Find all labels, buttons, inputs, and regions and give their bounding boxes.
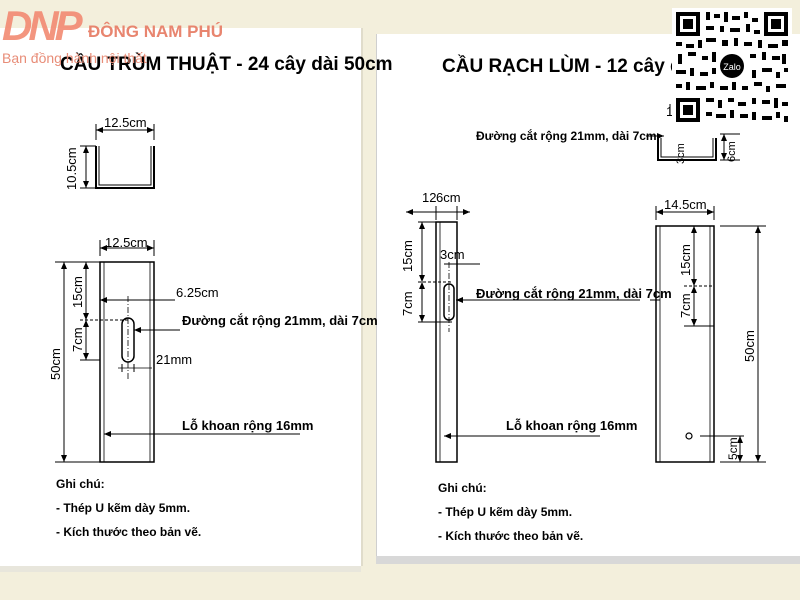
qr-pattern: Zalo [672, 8, 792, 126]
right-profile-slot-label: Đường cắt rộng 21mm, dài 7cm [476, 128, 657, 143]
right-profile-6cm: 6cm [726, 141, 738, 162]
right-title: CẦU RẠCH LÙM - 12 cây dài 5 [442, 55, 714, 77]
right-side-6cm: 6cm [436, 190, 461, 205]
left-profile-height: 10.5cm [64, 147, 79, 190]
brand-logo: DNP [2, 2, 83, 49]
left-dim-6-25cm: 6.25cm [176, 285, 219, 300]
right-hole-label: Lỗ khoan rộng 16mm [506, 418, 637, 433]
right-side-3cm: 3cm [440, 247, 465, 262]
left-dim-7cm: 7cm [70, 327, 85, 352]
right-note-1: - Thép U kẽm dày 5mm. [438, 505, 572, 519]
right-front-15cm: 15cm [678, 244, 693, 276]
right-side-bar [406, 206, 640, 463]
brand-name: ĐÔNG NAM PHÚ [88, 22, 224, 41]
left-slot-label: Đường cắt rộng 21mm, dài 7cm [182, 313, 378, 328]
right-sheet-edge [376, 556, 800, 564]
brand-watermark: DNP ĐÔNG NAM PHÚ Bạn đồng hành nội thất [0, 0, 240, 70]
zalo-badge: Zalo [723, 62, 741, 72]
right-notes-title: Ghi chú: [438, 481, 487, 495]
left-profile-width: 12.5cm [104, 115, 147, 130]
right-side-15cm: 15cm [400, 240, 415, 272]
left-title: CẦU TRÙM THUẬT - 24 cây dài 50cm [60, 53, 393, 75]
left-plate-width: 12.5cm [105, 235, 148, 250]
right-note-2: - Kích thước theo bản vẽ. [438, 529, 583, 543]
left-total-length: 50cm [48, 348, 63, 380]
left-sheet-edge [0, 566, 361, 572]
right-front-plate [444, 206, 766, 463]
left-note-1: - Thép U kẽm dày 5mm. [56, 501, 190, 515]
right-side-7cm: 7cm [400, 291, 415, 316]
right-slot-label: Đường cắt rộng 21mm, dài 7cm [476, 286, 672, 301]
right-front-7cm: 7cm [678, 293, 693, 318]
left-u-profile [80, 124, 155, 189]
right-total-length: 50cm [742, 330, 757, 362]
brand-tagline: Bạn đồng hành nội thất [2, 50, 147, 66]
right-profile-1: 1 [666, 104, 673, 119]
left-note-2: - Kích thước theo bản vẽ. [56, 525, 201, 539]
left-plate [55, 240, 300, 463]
zalo-qr-code[interactable]: Zalo [672, 8, 792, 126]
left-dim-15cm: 15cm [70, 276, 85, 308]
right-dim-5cm: 5cm [726, 437, 740, 460]
left-hole-label: Lỗ khoan rộng 16mm [182, 418, 313, 433]
right-side-12: 12 [422, 190, 436, 205]
left-dim-21mm: 21mm [156, 352, 192, 367]
right-front-width: 14.5cm [664, 197, 707, 212]
left-notes-title: Ghi chú: [56, 477, 105, 491]
right-profile-3cm: 3cm [675, 143, 687, 164]
right-u-profile [646, 100, 740, 161]
left-drawing-sheet [0, 28, 363, 566]
